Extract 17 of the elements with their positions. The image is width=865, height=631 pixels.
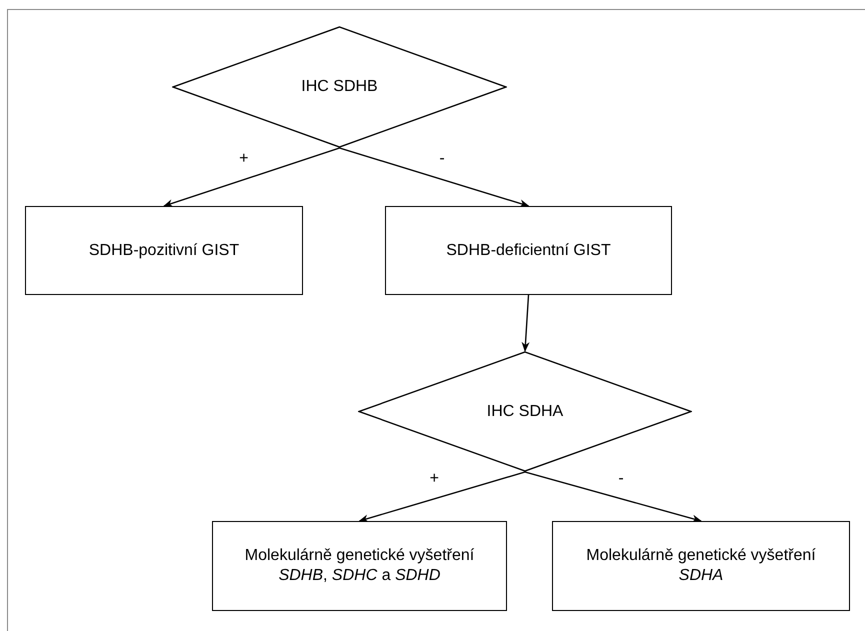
node-text: Molekulárně genetické vyšetření SDHB, SDHC a SDHD (244, 546, 476, 586)
decision-diamond (358, 351, 692, 472)
arrow (163, 147, 340, 207)
process-box (212, 521, 507, 611)
arrow (339, 147, 530, 208)
arrow (524, 471, 702, 522)
node-text: Molekulárně genetické vyšetření SDHA (585, 546, 817, 586)
node-text: IHC SDHA (486, 402, 564, 422)
process-box (25, 206, 303, 295)
decision-diamond (172, 26, 507, 148)
node-text: SDHB-deficientní GIST (445, 240, 612, 260)
arrow (358, 471, 526, 522)
process-box (385, 206, 672, 295)
arrow (522, 294, 530, 352)
node-text: SDHB-pozitivní GIST (88, 240, 240, 260)
node-text: IHC SDHB (300, 77, 379, 97)
process-box (552, 521, 850, 611)
